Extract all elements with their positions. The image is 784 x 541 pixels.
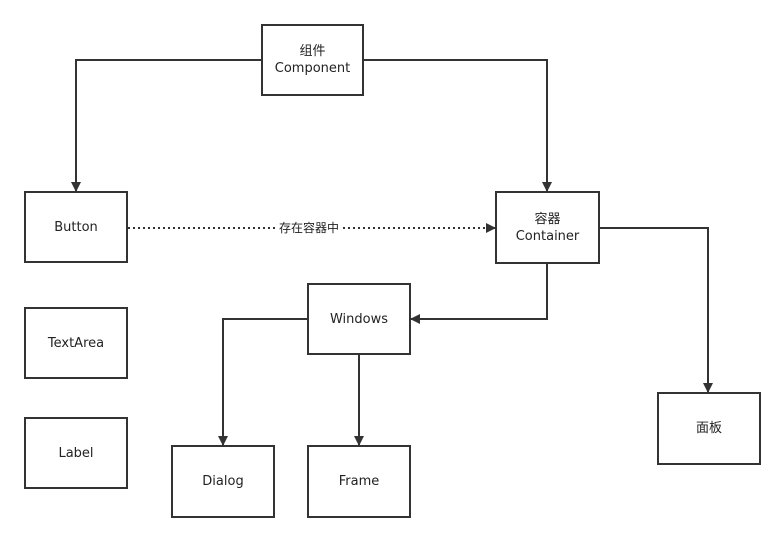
node-container-label-cn: 容器 — [534, 211, 561, 227]
edge-windows-to-dialog — [218, 318, 308, 446]
node-panel-label: 面板 — [695, 421, 722, 436]
node-dialog[interactable]: Dialog — [171, 445, 275, 518]
edge-label-stored-in-container: 存在容器中 — [277, 221, 342, 235]
node-container-label-en: Container — [515, 228, 580, 244]
node-component[interactable]: 组件 Component — [261, 24, 364, 96]
node-textarea[interactable]: TextArea — [24, 307, 128, 379]
node-label[interactable]: Label — [24, 417, 128, 489]
node-component-label-cn: 组件 — [299, 44, 326, 59]
edge-component-to-container — [363, 59, 552, 192]
node-container[interactable]: 容器 Container — [495, 191, 600, 264]
node-windows-label: Windows — [329, 311, 389, 327]
edge-component-to-button — [71, 59, 262, 192]
edge-container-to-windows — [410, 264, 548, 324]
node-textarea-label: TextArea — [47, 335, 105, 351]
node-button[interactable]: Button — [24, 191, 128, 263]
node-frame[interactable]: Frame — [307, 445, 411, 518]
node-button-label: Button — [54, 219, 98, 235]
node-component-label-en: Component — [274, 61, 351, 76]
edge-container-to-panel — [600, 227, 713, 393]
node-panel[interactable]: 面板 — [657, 392, 761, 465]
node-frame-label: Frame — [338, 474, 380, 489]
node-dialog-label: Dialog — [202, 474, 244, 489]
node-label-label: Label — [58, 445, 94, 461]
node-windows[interactable]: Windows — [307, 283, 411, 355]
